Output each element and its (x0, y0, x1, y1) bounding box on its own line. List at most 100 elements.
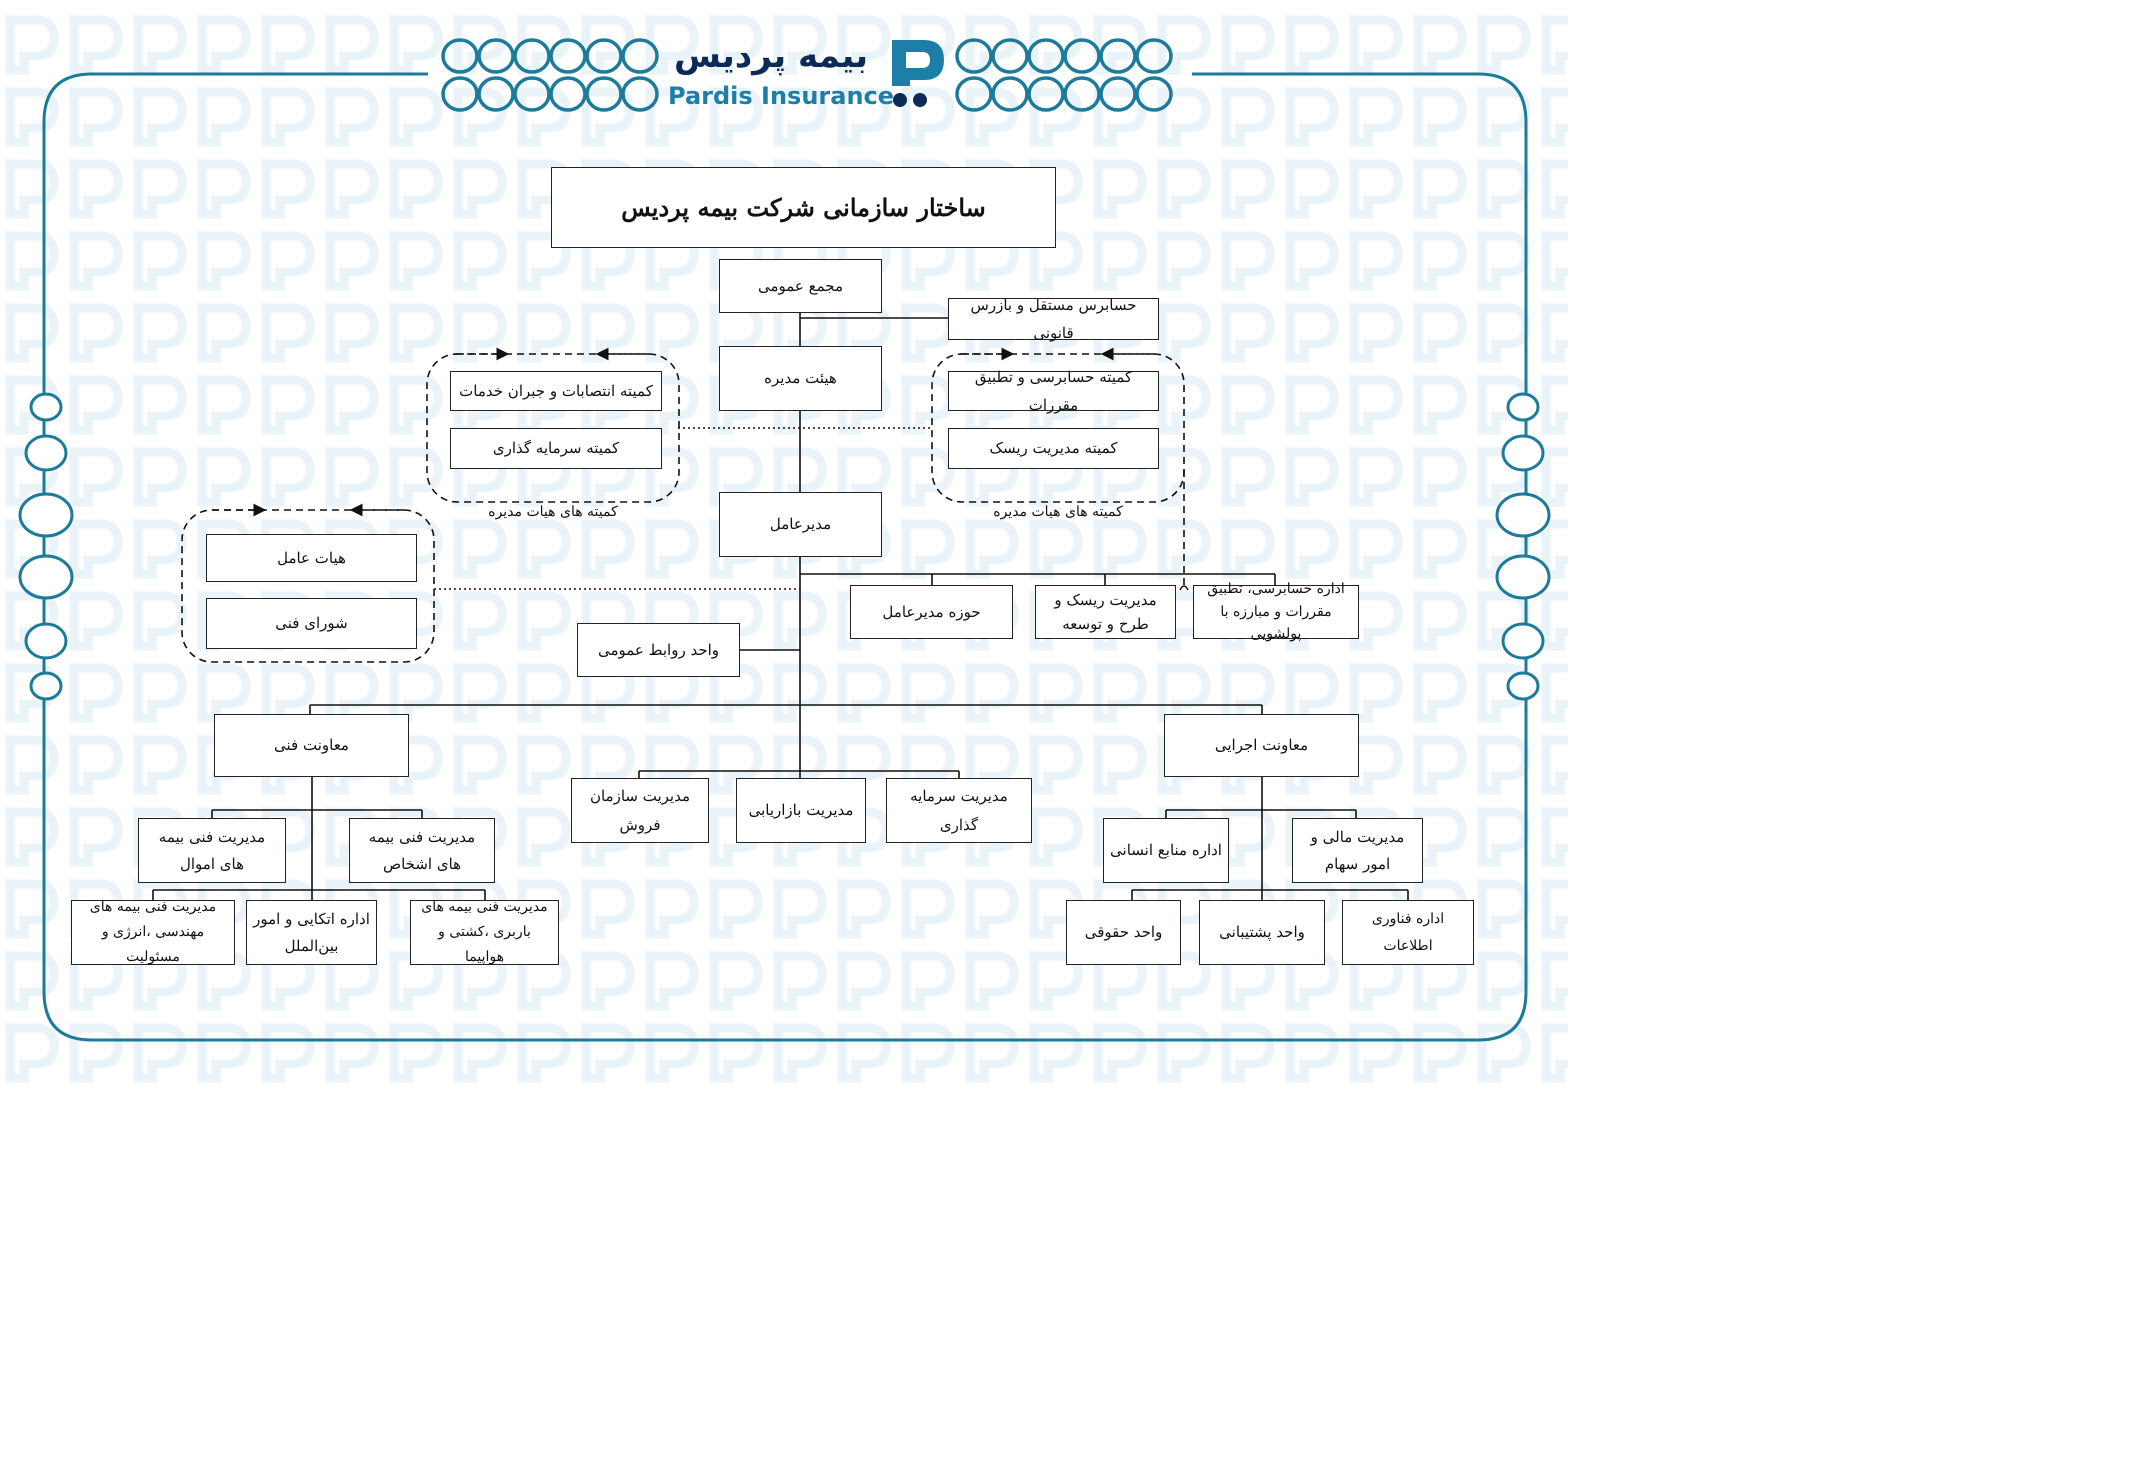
watermark-tile (261, 231, 315, 291)
node-technical-council: شورای فنی (206, 598, 417, 649)
watermark-tile (1093, 519, 1147, 579)
watermark-tile (901, 87, 955, 147)
watermark-tile (773, 663, 827, 723)
node-auditor: حسابرس مستقل و بازرس قانونی (948, 296, 1159, 342)
chain-ornament-left (441, 38, 659, 112)
watermark-tile (389, 447, 443, 507)
watermark-tile (965, 87, 1019, 147)
watermark-tile (453, 519, 507, 579)
node-public-relations: واحد روابط عمومی (577, 623, 740, 677)
watermark-tile (773, 735, 827, 795)
chart-title: ساختار سازمانی شرکت بیمه پردیس (551, 167, 1056, 248)
chain-ring (955, 38, 993, 74)
node-audit-committee: کمیته حسابرسی و تطبیق مقررات (948, 368, 1159, 414)
watermark-tile (133, 591, 187, 651)
watermark-tile (709, 15, 763, 75)
watermark-tile (901, 663, 955, 723)
watermark-tile (1221, 375, 1275, 435)
ring-decoration-left (18, 392, 74, 701)
chain-ring (991, 76, 1029, 112)
watermark-tile (1285, 15, 1339, 75)
watermark-tile (453, 663, 507, 723)
watermark-tile (389, 1023, 443, 1083)
watermark-tile (1029, 1023, 1083, 1083)
watermark-tile (517, 303, 571, 363)
watermark-tile (773, 87, 827, 147)
watermark-tile (1413, 303, 1467, 363)
chain-ring (1135, 76, 1173, 112)
watermark-tile (197, 159, 251, 219)
org-connectors (152, 313, 1409, 900)
watermark-tile (1221, 663, 1275, 723)
watermark-tile (1157, 375, 1211, 435)
watermark-tile (261, 663, 315, 723)
watermark-tile (69, 1023, 123, 1083)
watermark-tile (1413, 519, 1467, 579)
watermark-tile (581, 519, 635, 579)
watermark-tile (261, 447, 315, 507)
watermark-tile (1413, 447, 1467, 507)
watermark-tile (389, 231, 443, 291)
watermark-tile (5, 87, 59, 147)
watermark-tile (1157, 447, 1211, 507)
watermark-tile (325, 159, 379, 219)
watermark-tile (517, 87, 571, 147)
watermark-tile (389, 159, 443, 219)
watermark-tile (197, 1023, 251, 1083)
watermark-tile (901, 447, 955, 507)
watermark-tile (517, 807, 571, 867)
chain-ring (955, 76, 993, 112)
watermark-tile (645, 87, 699, 147)
watermark-tile (645, 735, 699, 795)
watermark-tile (325, 303, 379, 363)
node-executive-deputy: معاونت اجرایی (1164, 714, 1359, 777)
watermark-tile (1157, 663, 1211, 723)
node-ceo-office: حوزه مدیرعامل (850, 585, 1013, 639)
watermark-tile (581, 303, 635, 363)
watermark-tile (261, 807, 315, 867)
watermark-tile (1477, 15, 1531, 75)
node-risk-committee: کمیته مدیریت ریسک (948, 428, 1159, 469)
watermark-tile (901, 519, 955, 579)
chain-ring (991, 38, 1029, 74)
watermark-tile (1413, 375, 1467, 435)
watermark-tile (389, 87, 443, 147)
watermark-tile (837, 1023, 891, 1083)
watermark-tile (1221, 447, 1275, 507)
watermark-tile (261, 303, 315, 363)
node-general-assembly: مجمع عمومی (719, 259, 882, 313)
watermark-tile (453, 735, 507, 795)
chain-ring (1135, 38, 1173, 74)
watermark-tile (1413, 159, 1467, 219)
watermark-tile (197, 663, 251, 723)
watermark-tile (325, 15, 379, 75)
watermark-tile (837, 879, 891, 939)
watermark-tile (1413, 15, 1467, 75)
chain-ring (1063, 38, 1101, 74)
watermark-tile (1349, 735, 1403, 795)
watermark-tile (197, 375, 251, 435)
watermark-tile (837, 15, 891, 75)
watermark-tile (773, 879, 827, 939)
watermark-tile (901, 735, 955, 795)
watermark-tile (389, 375, 443, 435)
chain-ring (549, 76, 587, 112)
watermark-tile (133, 735, 187, 795)
watermark-tile (69, 663, 123, 723)
watermark-tile (197, 15, 251, 75)
watermark-tile (1093, 1023, 1147, 1083)
watermark-tile (581, 735, 635, 795)
node-reinsurance: اداره اتکایی و امور بین‌الملل (246, 900, 377, 965)
watermark-tile (709, 951, 763, 1011)
watermark-tile (325, 375, 379, 435)
watermark-tile (1093, 735, 1147, 795)
node-property-ins: مدیریت فنی بیمه های اموال (138, 818, 286, 883)
watermark-tile (1221, 1023, 1275, 1083)
watermark-tile (901, 1023, 955, 1083)
watermark-tile (645, 879, 699, 939)
chain-ring (477, 76, 515, 112)
watermark-tile (1413, 1023, 1467, 1083)
watermark-tile (261, 87, 315, 147)
watermark-tile (1221, 807, 1275, 867)
watermark-tile (5, 1023, 59, 1083)
